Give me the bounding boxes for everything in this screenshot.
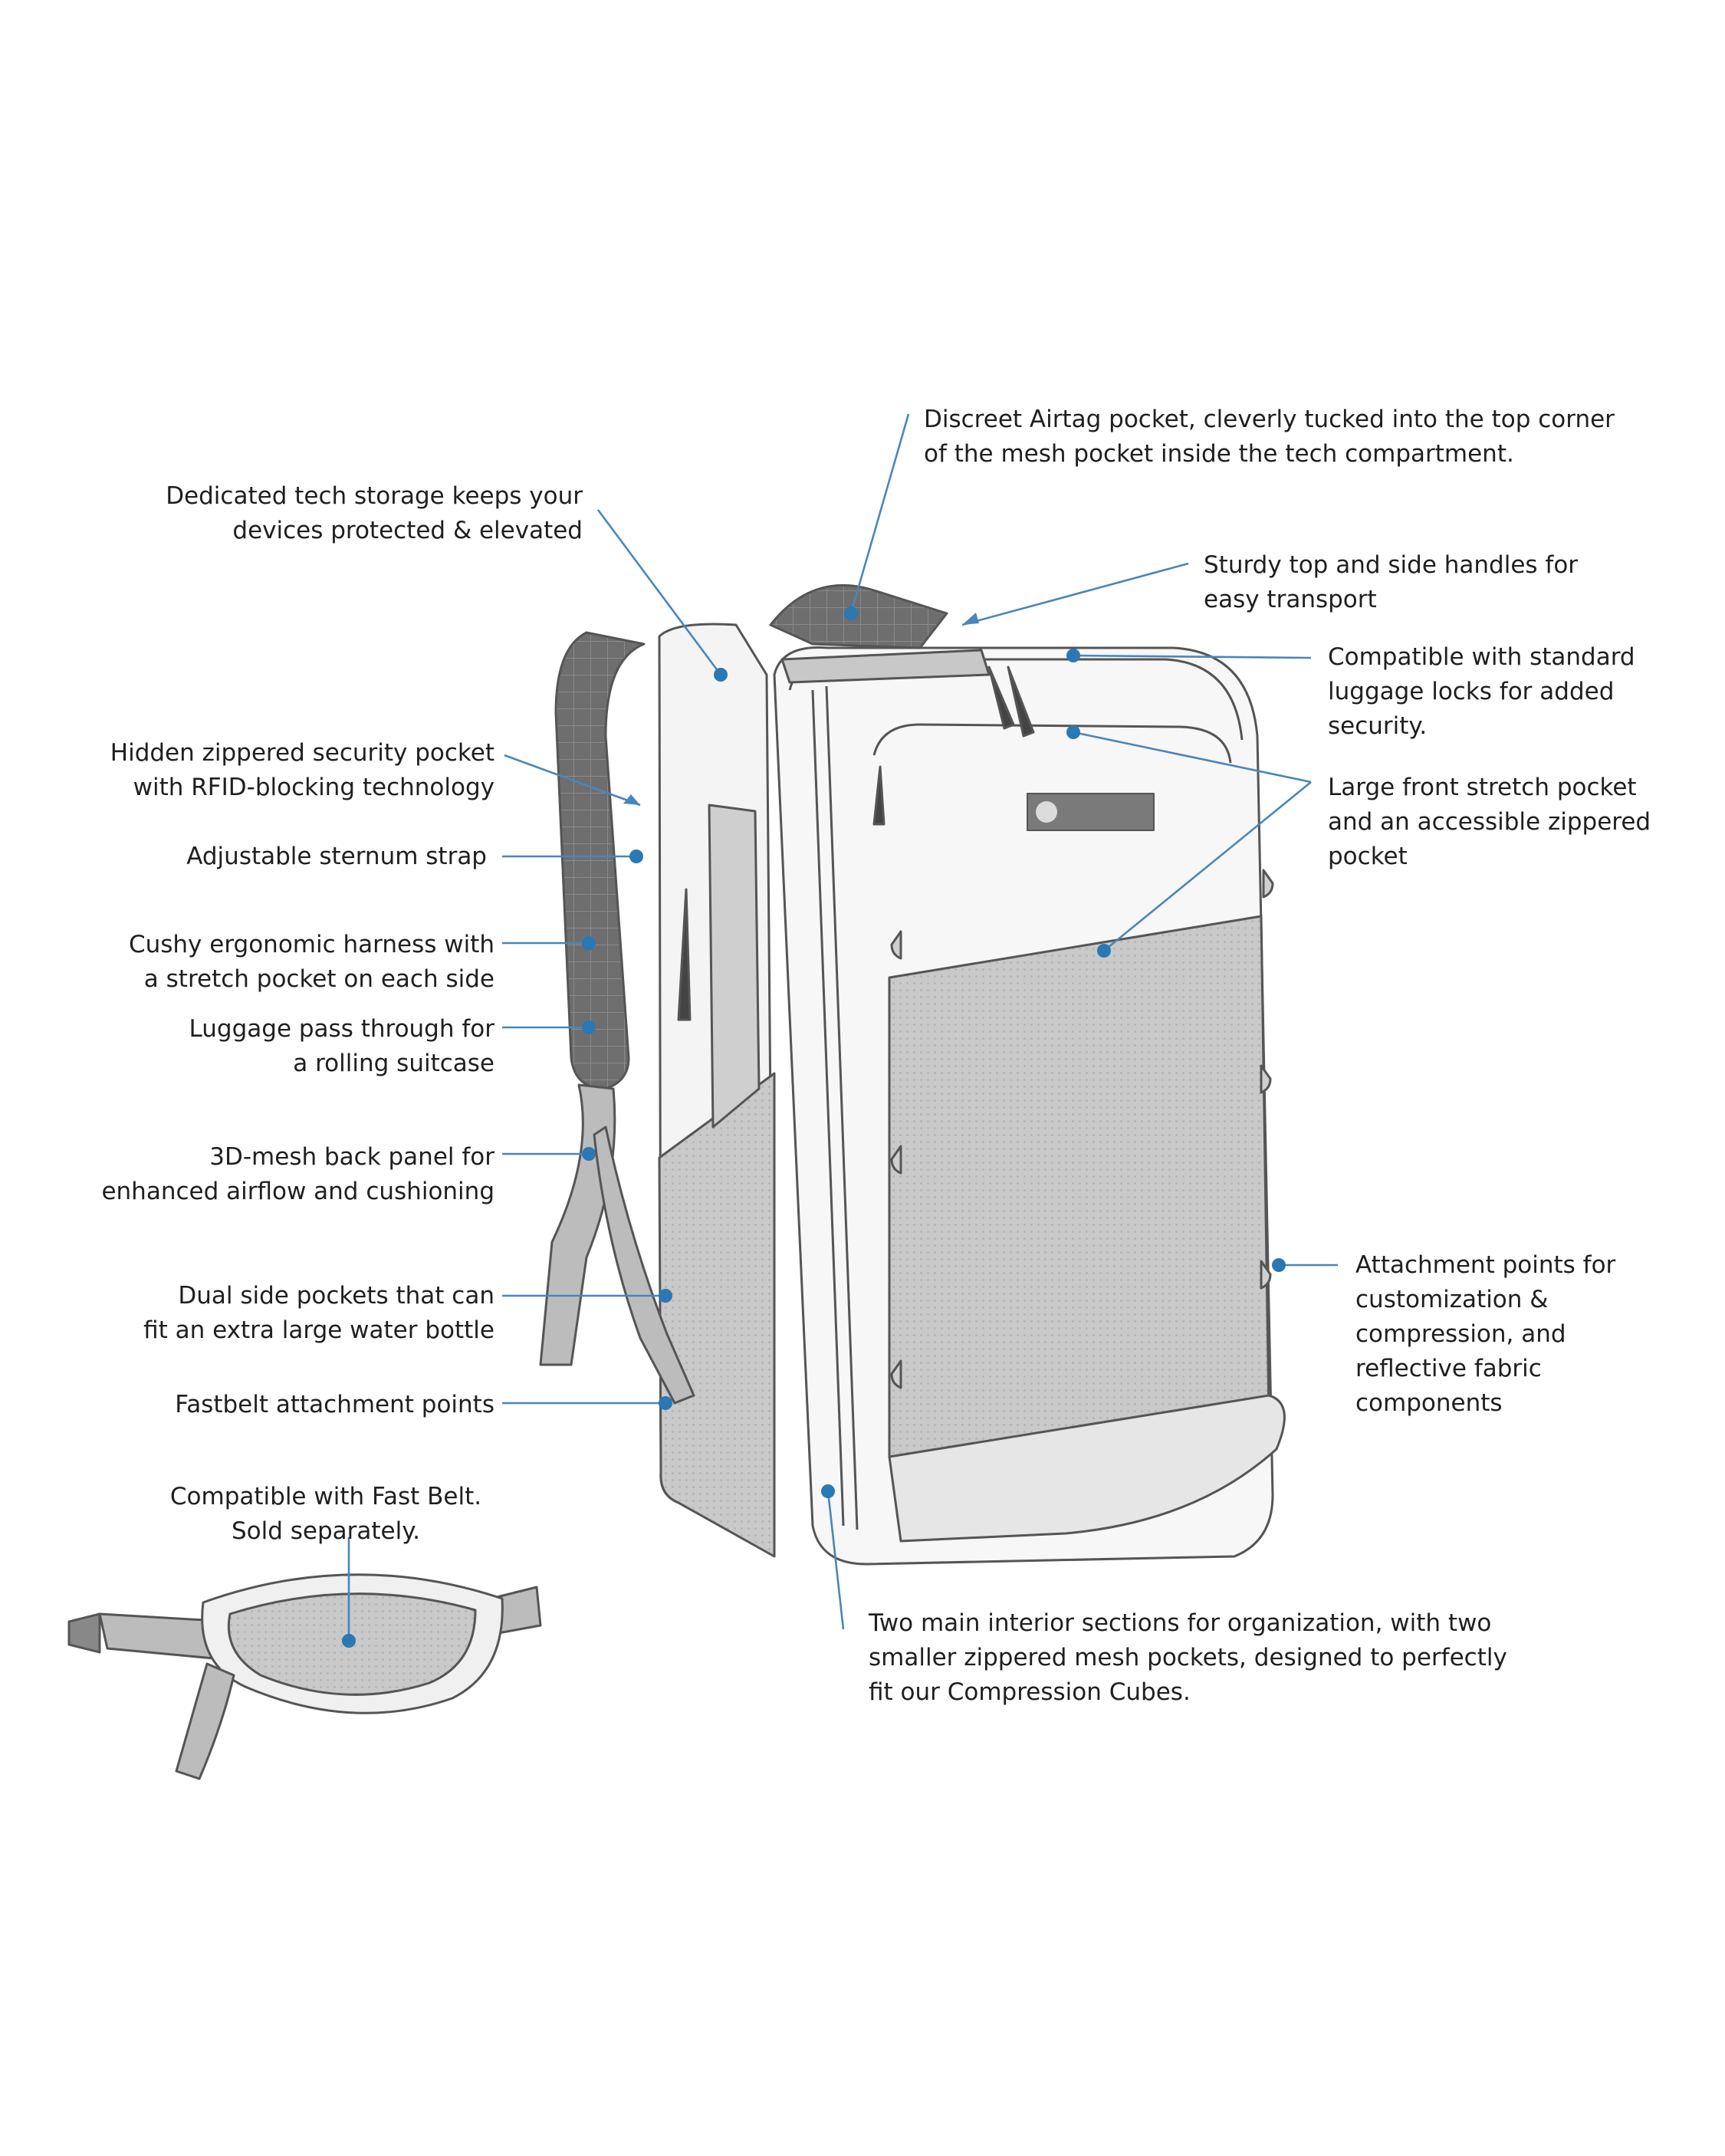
lower-strap bbox=[539, 1083, 616, 1366]
callout-harness: Cushy ergonomic harness with a stretch p… bbox=[128, 931, 495, 993]
callout-handles: Sturdy top and side handles for easy tra… bbox=[1204, 551, 1579, 613]
callout-front-pocket: Large front stretch pocket and an access… bbox=[1328, 774, 1651, 870]
callout-luggage-pass: Luggage pass through for a rolling suitc… bbox=[189, 1015, 495, 1077]
side-mesh-pocket bbox=[658, 1072, 776, 1558]
callout-luggage-locks: Compatible with standard luggage locks f… bbox=[1328, 643, 1635, 740]
callout-sternum-strap: Adjustable sternum strap bbox=[186, 843, 487, 870]
callout-airtag-pocket: Discreet Airtag pocket, cleverly tucked … bbox=[924, 406, 1615, 468]
fast-belt-illustration bbox=[67, 1573, 542, 1780]
zipper-pull bbox=[987, 666, 1015, 730]
bottom-panel bbox=[888, 1394, 1286, 1543]
front-mesh-pocket bbox=[888, 915, 1270, 1458]
callout-attachment-points: Attachment points for customization & co… bbox=[1355, 1251, 1616, 1417]
callout-security-pocket: Hidden zippered security pocket with RFI… bbox=[110, 739, 495, 801]
callout-back-panel: 3D-mesh back panel for enhanced airflow … bbox=[101, 1143, 495, 1205]
callout-fastbelt-points: Fastbelt attachment points bbox=[175, 1391, 495, 1418]
shoulder-strap bbox=[554, 631, 646, 1090]
backpack-body bbox=[539, 584, 1286, 1566]
leader-lines bbox=[347, 413, 1338, 1641]
callout-dots bbox=[342, 606, 1286, 1648]
callout-side-pockets: Dual side pockets that can fit an extra … bbox=[143, 1282, 495, 1344]
callout-tech-storage: Dedicated tech storage keeps your device… bbox=[166, 482, 583, 544]
top-handle bbox=[769, 584, 948, 649]
callout-fast-belt: Compatible with Fast Belt. Sold separate… bbox=[169, 1483, 482, 1545]
callout-interior-sections: Two main interior sections for organizat… bbox=[869, 1609, 1507, 1706]
